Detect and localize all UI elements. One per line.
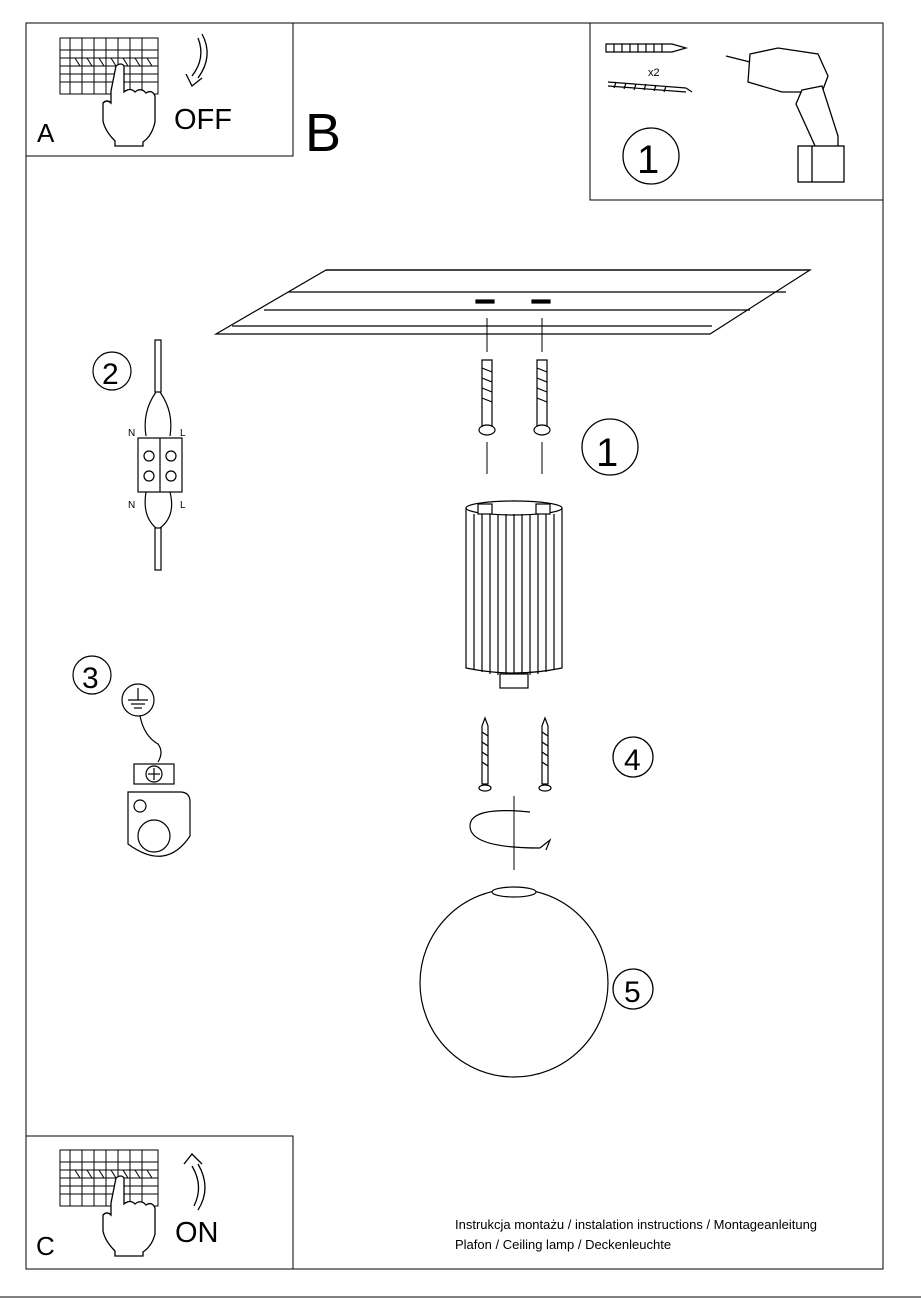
arrow-off-icon (185, 33, 208, 88)
wiring-label-bottom-l: L (180, 500, 186, 511)
shade-step-circle (612, 968, 654, 1010)
lamp-body (465, 500, 563, 689)
step-1-circle (622, 127, 680, 185)
hand-icon-c (102, 1175, 156, 1257)
panel-b-letter: B (305, 103, 341, 163)
ceiling-plate (213, 269, 813, 335)
guide-lines (486, 318, 543, 870)
caption-line-1: Instrukcja montażu / instalation instruc… (455, 1217, 818, 1232)
caption-line-2: Plafon / Ceiling lamp / Deckenleuchte (455, 1237, 672, 1252)
shade-step-number: 5 (624, 976, 641, 1009)
anchor-screw-left (478, 359, 496, 436)
panel-a (25, 22, 294, 157)
wall-anchor-icon (605, 43, 689, 53)
caption: Instrukcja montażu / instalation instruc… (455, 1215, 817, 1255)
glass-globe (419, 886, 609, 1078)
panel-c-letter: C (36, 1231, 55, 1261)
screws-step-circle (612, 736, 654, 778)
outer-frame (25, 22, 884, 1270)
anchor-screw-right (533, 359, 551, 436)
tools-step-number: 1 (637, 138, 659, 182)
screw-right (538, 716, 552, 792)
earth-connection (72, 655, 191, 857)
drill-icon (725, 47, 845, 183)
wiring-label-bottom-n: N (128, 500, 135, 511)
off-label: OFF (174, 104, 232, 136)
screw-left (478, 716, 492, 792)
wiring-label-top-l: L (180, 428, 186, 439)
anchor-qty-label: x2 (648, 67, 660, 79)
panel-a-letter: A (37, 118, 55, 148)
wiring-step-number: 2 (102, 358, 119, 391)
panel-c (25, 1135, 294, 1270)
on-label: ON (175, 1217, 219, 1249)
tools-box (589, 22, 884, 201)
wiring-diagram (92, 339, 183, 571)
arrow-on-icon (183, 1153, 206, 1211)
earth-step-number: 3 (82, 662, 99, 695)
wiring-label-top-n: N (128, 428, 135, 439)
screw-icon (607, 81, 693, 93)
rotate-arrow-icon (469, 810, 552, 851)
breaker-panel-icon-c (59, 1149, 159, 1207)
mount-step-circle (581, 418, 639, 476)
mount-step-number: 1 (596, 431, 618, 475)
screws-step-number: 4 (624, 744, 641, 777)
hand-icon (102, 63, 156, 147)
breaker-panel-icon (59, 37, 159, 95)
